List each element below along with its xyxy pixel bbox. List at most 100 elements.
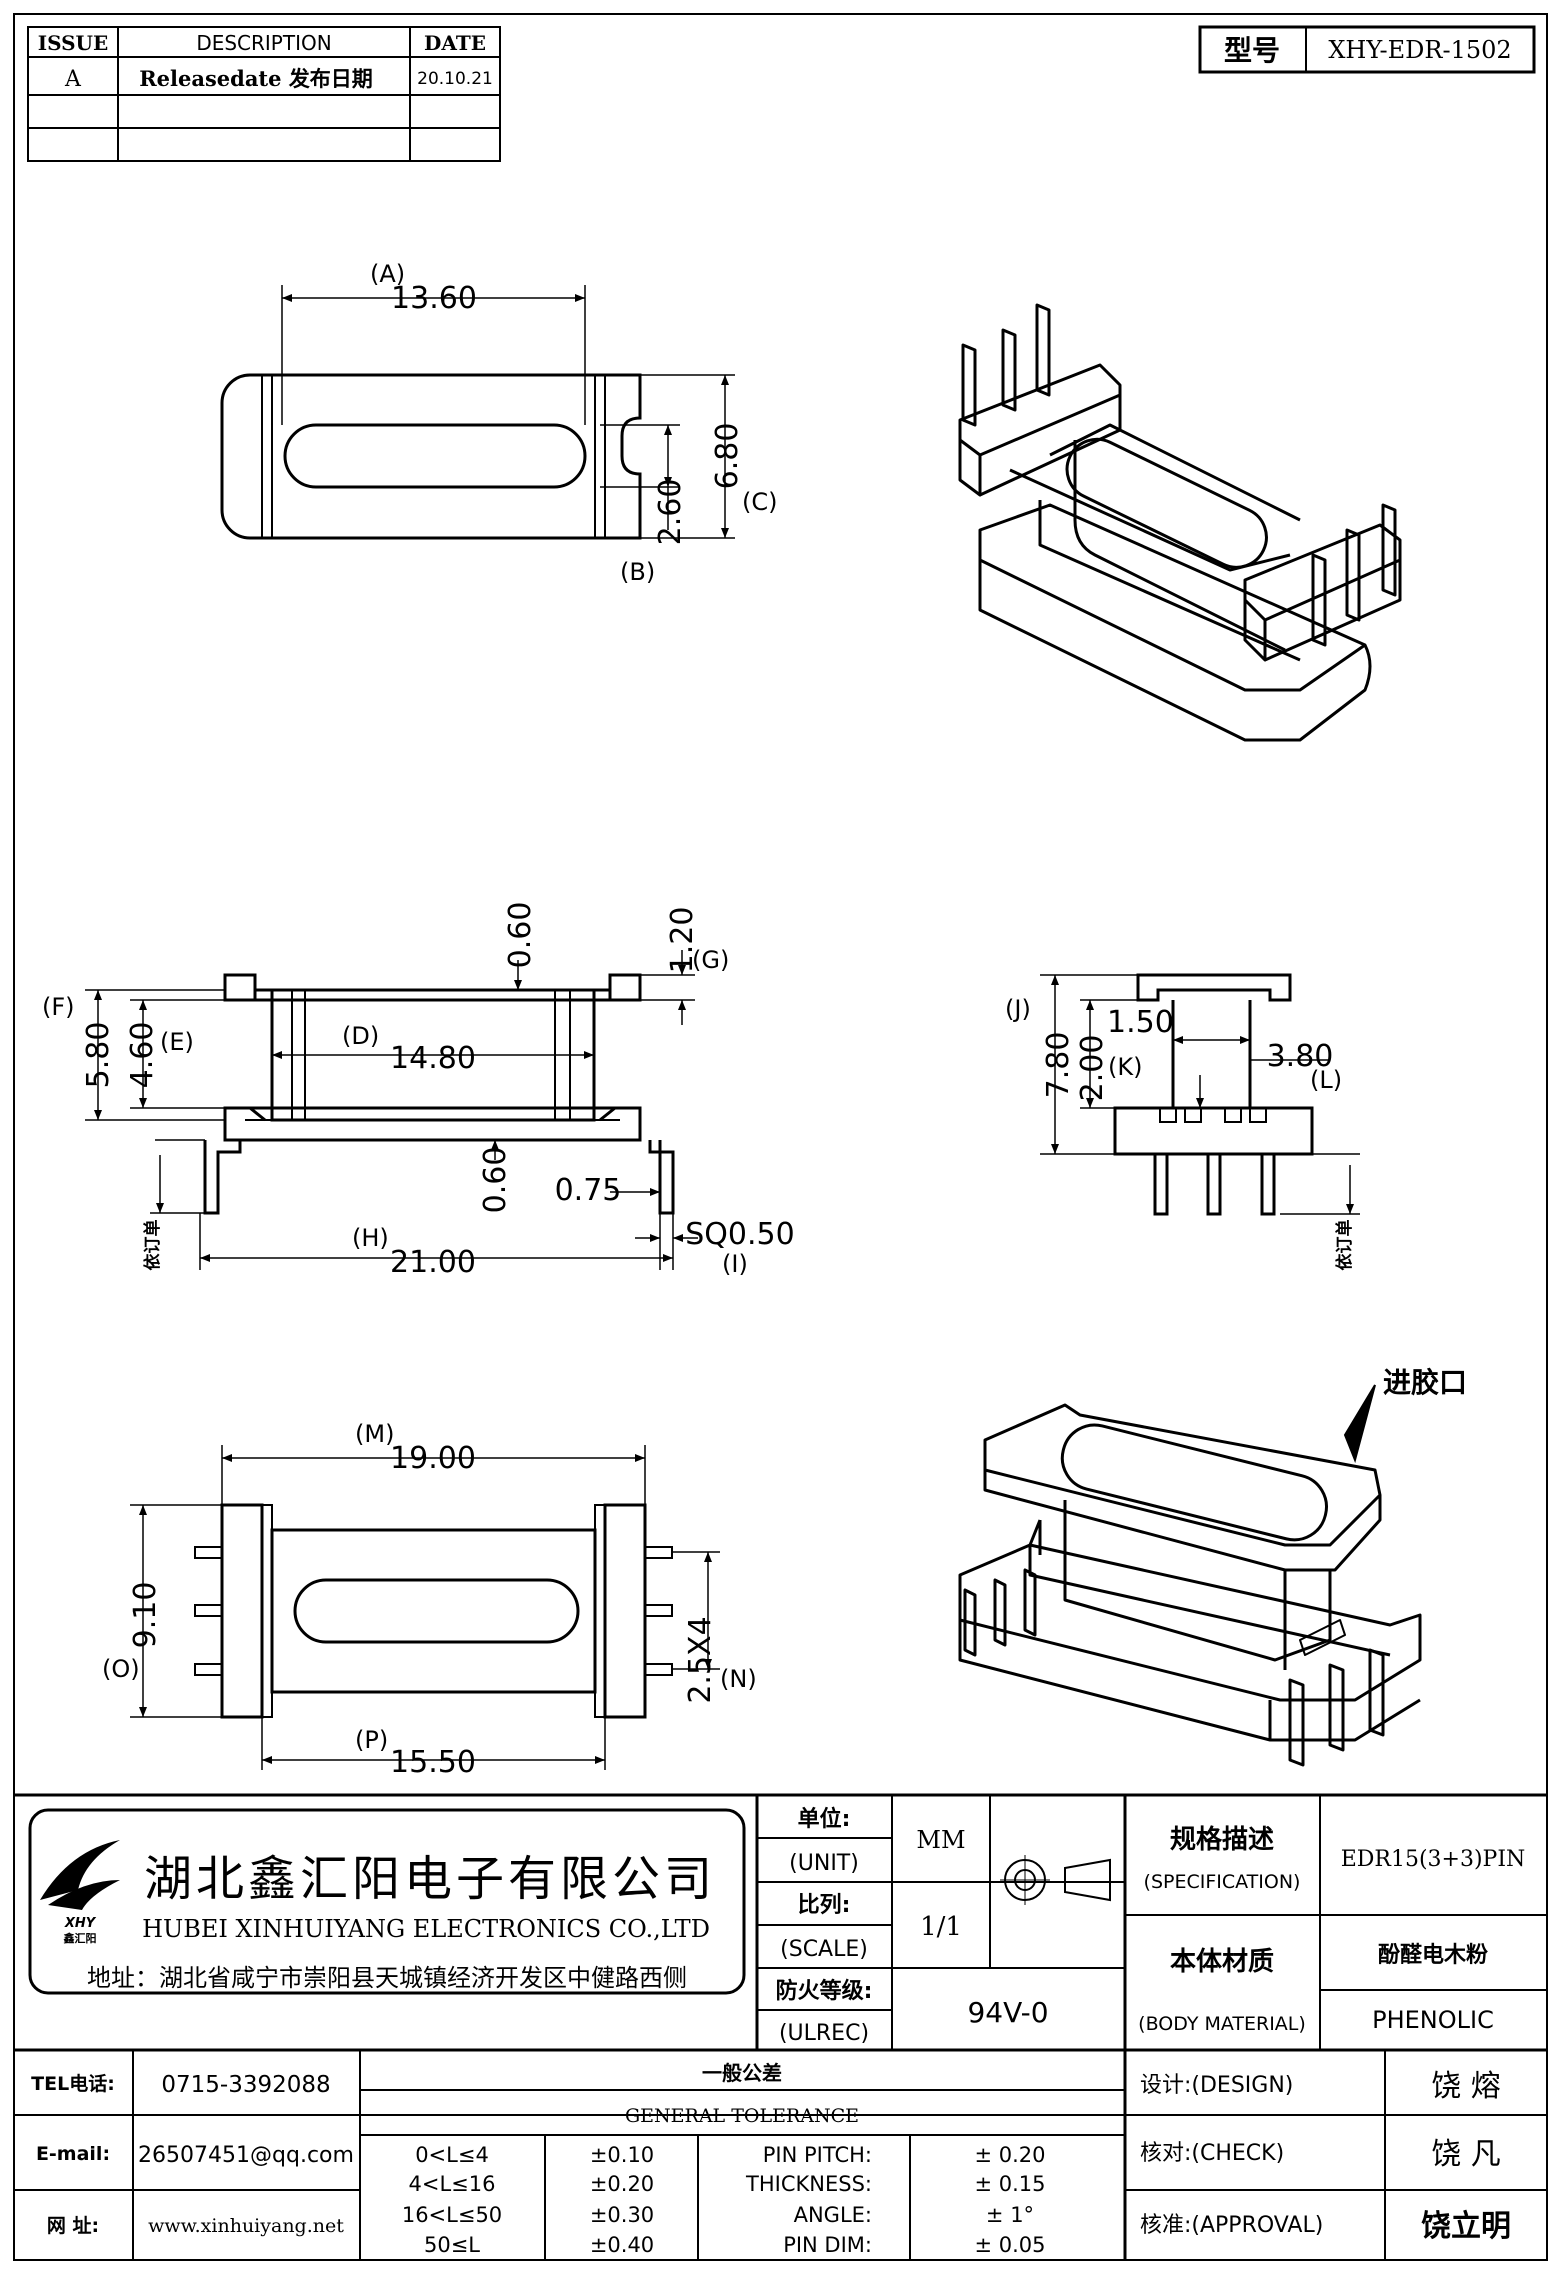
sheet-border bbox=[13, 13, 1548, 2261]
tolerance-thickness-value: ± 0.15 bbox=[974, 2172, 1045, 2196]
isometric-view-top bbox=[958, 303, 1402, 742]
unit-label-en: (UNIT) bbox=[789, 1851, 859, 1876]
tolerance-angle-value: ± 1° bbox=[986, 2203, 1034, 2227]
material-label-cn: 本体材质 bbox=[1170, 1947, 1274, 1977]
dim-j-value: 1.50 bbox=[1107, 1005, 1174, 1040]
dim-total-height: 7.80 bbox=[1041, 1032, 1076, 1099]
dim-k-label: (K) bbox=[1108, 1053, 1142, 1081]
spec-label-cn: 规格描述 bbox=[1170, 1824, 1274, 1855]
tolerance-value-1: ±0.10 bbox=[590, 2143, 654, 2167]
dim-l-value: 3.80 bbox=[1267, 1039, 1334, 1074]
tolerance-item-angle: ANGLE: bbox=[794, 2203, 872, 2227]
material-value-cn: 酚醛电木粉 bbox=[1378, 1943, 1488, 1968]
revision-table bbox=[27, 26, 501, 162]
gate-label: 进胶口 bbox=[1383, 1366, 1467, 1399]
rev-issue: A bbox=[64, 67, 82, 92]
logo-text: XHY bbox=[64, 1916, 97, 1931]
design-name: 饶 熔 bbox=[1431, 2069, 1501, 2104]
tolerance-pin-pitch-value: ± 0.20 bbox=[974, 2143, 1045, 2167]
logo-subtext: 鑫汇阳 bbox=[63, 1931, 97, 1945]
check-name: 饶 凡 bbox=[1431, 2137, 1501, 2172]
dim-l-label: (L) bbox=[1310, 1066, 1342, 1094]
tolerance-title-en: GENERAL TOLERANCE bbox=[625, 2105, 859, 2127]
website-label: 网 址: bbox=[47, 2215, 99, 2237]
tel-value: 0715-3392088 bbox=[161, 2072, 330, 2098]
ulrec-value: 94V-0 bbox=[967, 1996, 1048, 2029]
dim-k-value: 2.00 bbox=[1075, 1035, 1110, 1102]
dim-i-label: (I) bbox=[722, 1250, 748, 1278]
dim-b-value: 2.60 bbox=[653, 479, 688, 546]
dim-wall-top: 0.60 bbox=[503, 902, 538, 969]
dim-n-label: (N) bbox=[720, 1665, 757, 1693]
dim-d-value: 14.80 bbox=[390, 1041, 476, 1076]
material-label-en: (BODY MATERIAL) bbox=[1138, 2013, 1306, 2035]
design-label: 设计:(DESIGN) bbox=[1140, 2073, 1293, 2098]
dim-p-value: 15.50 bbox=[390, 1745, 476, 1780]
material-value-en: PHENOLIC bbox=[1372, 2006, 1494, 2034]
email-value: 26507451@qq.com bbox=[138, 2143, 354, 2168]
tolerance-range-3: 16<L≤50 bbox=[402, 2203, 502, 2227]
email-label: E-mail: bbox=[36, 2143, 110, 2165]
dim-a-label: (A) bbox=[370, 260, 405, 288]
dim-e-value: 4.60 bbox=[125, 1022, 160, 1089]
tolerance-item-thickness: THICKNESS: bbox=[745, 2172, 872, 2196]
model-number: XHY-EDR-1502 bbox=[1328, 36, 1511, 64]
dim-c-label: (C) bbox=[742, 488, 777, 516]
scale-value: 1/1 bbox=[920, 1912, 962, 1942]
tolerance-range-1: 0<L≤4 bbox=[415, 2143, 489, 2167]
company-name-en: HUBEI XINHUIYANG ELECTRONICS CO.,LTD bbox=[142, 1915, 710, 1943]
tolerance-item-pin-pitch: PIN PITCH: bbox=[763, 2143, 872, 2167]
top-view-dims bbox=[281, 285, 735, 539]
rev-header-issue: ISSUE bbox=[38, 31, 109, 55]
spec-label-en: (SPECIFICATION) bbox=[1144, 1871, 1301, 1893]
website-value: www.xinhuiyang.net bbox=[148, 2215, 344, 2237]
dim-g-value: 1.20 bbox=[665, 907, 700, 974]
title-block-grid bbox=[14, 1793, 1547, 2260]
tolerance-range-4: 50≤L bbox=[424, 2233, 480, 2257]
gate-arrow bbox=[1343, 1384, 1376, 1464]
tolerance-item-pin-dim: PIN DIM: bbox=[783, 2233, 872, 2257]
dim-m-value: 19.00 bbox=[390, 1441, 476, 1476]
side-view bbox=[1113, 973, 1314, 1216]
model-box bbox=[1198, 25, 1536, 74]
dim-o-value: 9.10 bbox=[128, 1582, 163, 1649]
dim-i-value: SQ0.50 bbox=[685, 1217, 794, 1252]
dim-b-label: (B) bbox=[620, 558, 655, 586]
isometric-view-bottom bbox=[958, 1403, 1422, 1767]
top-view bbox=[220, 373, 642, 540]
tolerance-pin-dim-value: ± 0.05 bbox=[974, 2233, 1045, 2257]
dim-g-label: (G) bbox=[692, 946, 729, 974]
ulrec-label-cn: 防火等级: bbox=[776, 1978, 873, 2004]
company-address: 地址：湖北省咸宁市崇阳县天城镇经济开发区中健路西侧 bbox=[87, 1964, 687, 1992]
bottom-view bbox=[194, 1503, 673, 1719]
dim-wall-bottom: 0.60 bbox=[478, 1147, 513, 1214]
dim-p-label: (P) bbox=[355, 1726, 388, 1754]
rev-header-date: DATE bbox=[424, 31, 486, 55]
tolerance-value-3: ±0.30 bbox=[590, 2203, 654, 2227]
company-logo: XHY 鑫汇阳 bbox=[40, 1840, 120, 1945]
front-view-dims bbox=[85, 950, 698, 1270]
bottom-view-dims bbox=[130, 1445, 720, 1770]
tel-label: TEL电话: bbox=[31, 2072, 115, 2095]
tolerance-title-cn: 一般公差 bbox=[702, 2061, 782, 2085]
dim-f-value: 5.80 bbox=[81, 1022, 116, 1089]
scale-label-en: (SCALE) bbox=[780, 1937, 868, 1962]
dim-c-value: 6.80 bbox=[710, 423, 745, 490]
scale-label-cn: 比列: bbox=[798, 1893, 851, 1918]
tolerance-range-2: 4<L≤16 bbox=[409, 2172, 496, 2196]
dim-pin-offset: 0.75 bbox=[555, 1173, 622, 1208]
dim-m-label: (M) bbox=[355, 1420, 394, 1448]
rev-date: 20.10.21 bbox=[417, 69, 493, 89]
approval-label: 核准:(APPROVAL) bbox=[1140, 2213, 1323, 2238]
dim-d-label: (D) bbox=[342, 1022, 379, 1050]
pin-length-note-side: 依订单 bbox=[1334, 1220, 1355, 1271]
dim-h-value: 21.00 bbox=[390, 1245, 476, 1280]
unit-value: MM bbox=[916, 1826, 965, 1854]
dim-j-label: (J) bbox=[1005, 995, 1031, 1023]
tolerance-value-4: ±0.40 bbox=[590, 2233, 654, 2257]
projection-symbol-icon bbox=[1000, 1855, 1111, 1905]
approval-name: 饶立明 bbox=[1421, 2209, 1511, 2244]
side-view-dims bbox=[1040, 974, 1360, 1215]
check-label: 核对:(CHECK) bbox=[1140, 2141, 1284, 2166]
